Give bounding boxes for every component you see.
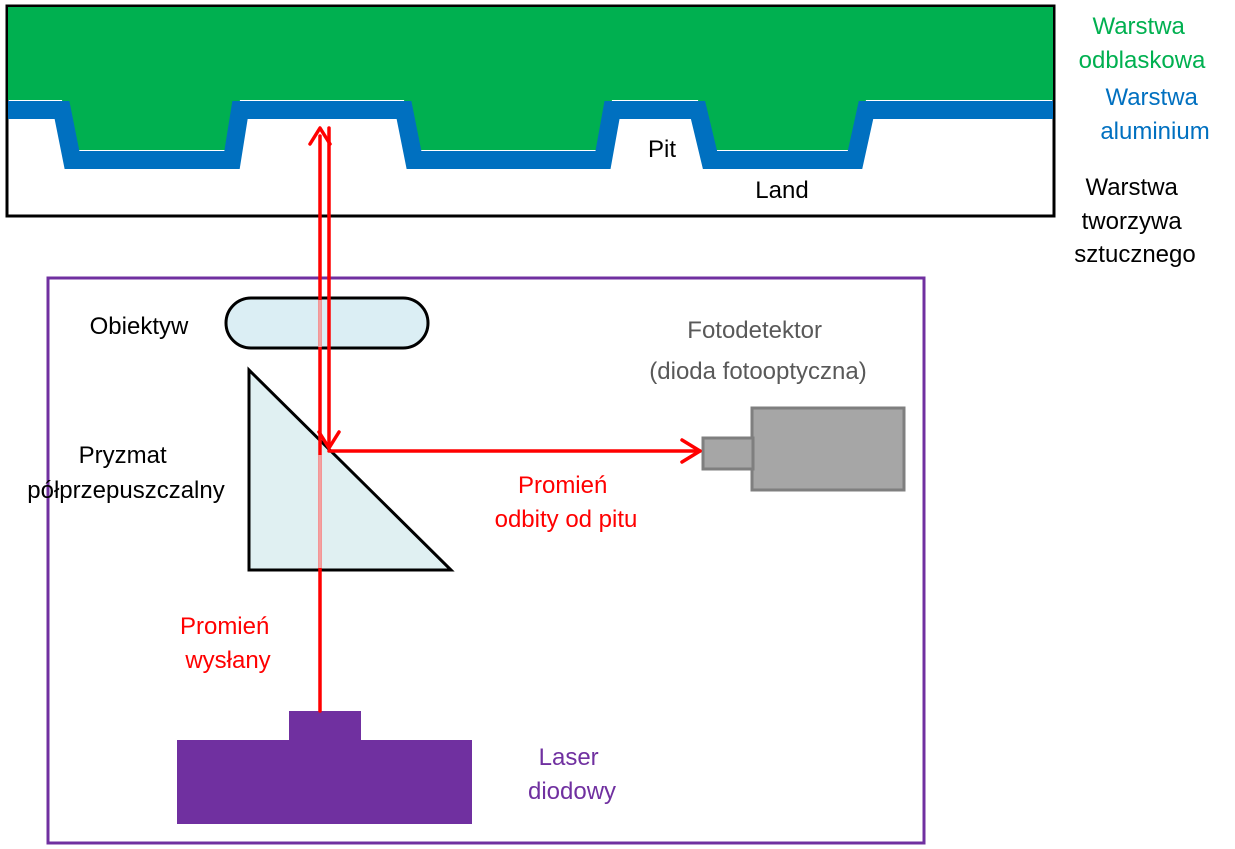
pickup-housing	[46, 276, 926, 845]
photodetector-label: Fotodetektor (dioda fotooptyczna)	[649, 317, 866, 385]
photodetector	[701, 406, 906, 492]
laser-diode	[177, 711, 472, 824]
reflective-layer	[8, 7, 1053, 150]
plastic-layer-label: Warstwa tworzywa sztucznego	[1074, 174, 1195, 268]
reflected-beam-label: Promień odbity od pitu	[495, 472, 638, 533]
objective-lens	[224, 296, 430, 350]
laser-beams	[308, 126, 702, 713]
emitted-beam-label: Promień wysłany	[180, 613, 276, 674]
emitted-beam-arrowhead	[308, 126, 332, 146]
return-beam-arrowhead	[317, 430, 341, 450]
laser-label: Laser diodowy	[528, 744, 616, 805]
reflected-beam-arrowhead	[680, 438, 702, 464]
pit-label: Pit	[648, 136, 676, 163]
reflective-layer-label: Warstwa odblaskowa	[1079, 13, 1206, 74]
photodetector-nozzle	[701, 436, 755, 471]
prism-label: Pryzmat półprzepuszczalny	[27, 442, 224, 504]
objective-label: Obiektyw	[90, 313, 189, 340]
aluminium-layer-label: Warstwa aluminium	[1100, 84, 1209, 145]
semi-transparent-prism	[247, 366, 455, 572]
photodetector-body	[750, 406, 906, 492]
laser-diode-top	[289, 711, 361, 743]
land-label: Land	[755, 177, 808, 204]
disc-cross-section	[5, 4, 1056, 218]
laser-diode-body	[177, 740, 472, 824]
aluminium-layer	[8, 101, 1053, 169]
